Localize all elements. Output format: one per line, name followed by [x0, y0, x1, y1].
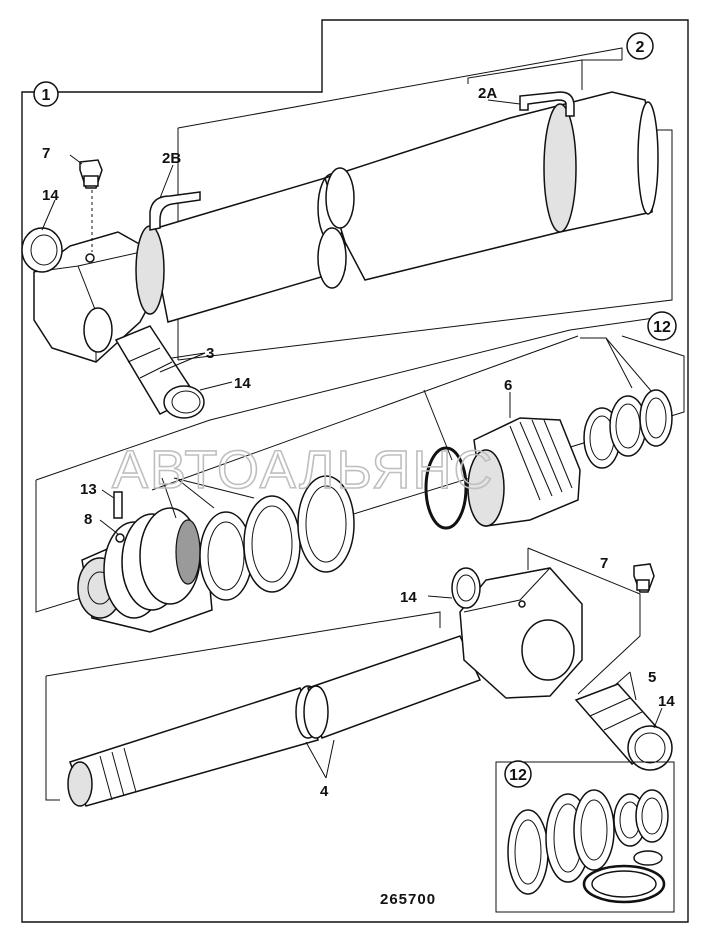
label-port-2b: 2B: [162, 150, 181, 167]
label-nut: 6: [504, 377, 512, 394]
label-port-2a: 2A: [478, 85, 497, 102]
label-bushes-rod: 5: [648, 669, 656, 686]
piston-assembly: [77, 491, 213, 633]
piston-panel-outline: [35, 317, 685, 613]
watermark-text: АВТОАЛЬЯНС: [112, 440, 494, 500]
label-bush-top: 14: [42, 187, 59, 204]
leader-lines: [41, 99, 663, 779]
seal-kit-inset: [495, 761, 675, 913]
piston-rod: [67, 635, 482, 807]
svg-text:12: 12: [509, 767, 527, 784]
reference-number: 265700: [380, 891, 436, 908]
label-screw: 8: [84, 511, 92, 528]
callout-circle-assembly: 1: [33, 81, 59, 107]
cylinder-barrel: [21, 91, 659, 419]
label-grease-nipple-rod: 7: [600, 555, 608, 572]
rod-eye: [451, 567, 583, 699]
seal-rings-middle: [199, 475, 355, 601]
label-bushes: 3: [206, 345, 214, 362]
rod-panel-outline: [45, 547, 641, 801]
label-pin: 13: [80, 481, 97, 498]
assembly-frame: [21, 19, 689, 923]
label-rod: 4: [320, 783, 329, 800]
cylinder-panel-outline: [177, 47, 673, 361]
label-bush-right: 14: [234, 375, 251, 392]
svg-text:2: 2: [636, 39, 645, 56]
o-ring: [424, 446, 468, 530]
label-bush-rod-end: 14: [658, 693, 675, 710]
callout-circle-cylinder: 2: [626, 32, 654, 60]
grease-nipple-rod: [633, 563, 655, 593]
seal-rings-right: [583, 389, 673, 469]
callout-circle-seal-kit: 12: [647, 311, 677, 341]
label-bush-eye: 14: [400, 589, 417, 606]
svg-text:12: 12: [653, 319, 671, 336]
label-grease-nipple-top: 7: [42, 145, 50, 162]
rod-end-bushes: [574, 683, 673, 771]
svg-text:1: 1: [42, 87, 51, 104]
gland-nut: [467, 417, 581, 527]
callout-circle-seal-kit-inset: 12: [504, 760, 532, 788]
